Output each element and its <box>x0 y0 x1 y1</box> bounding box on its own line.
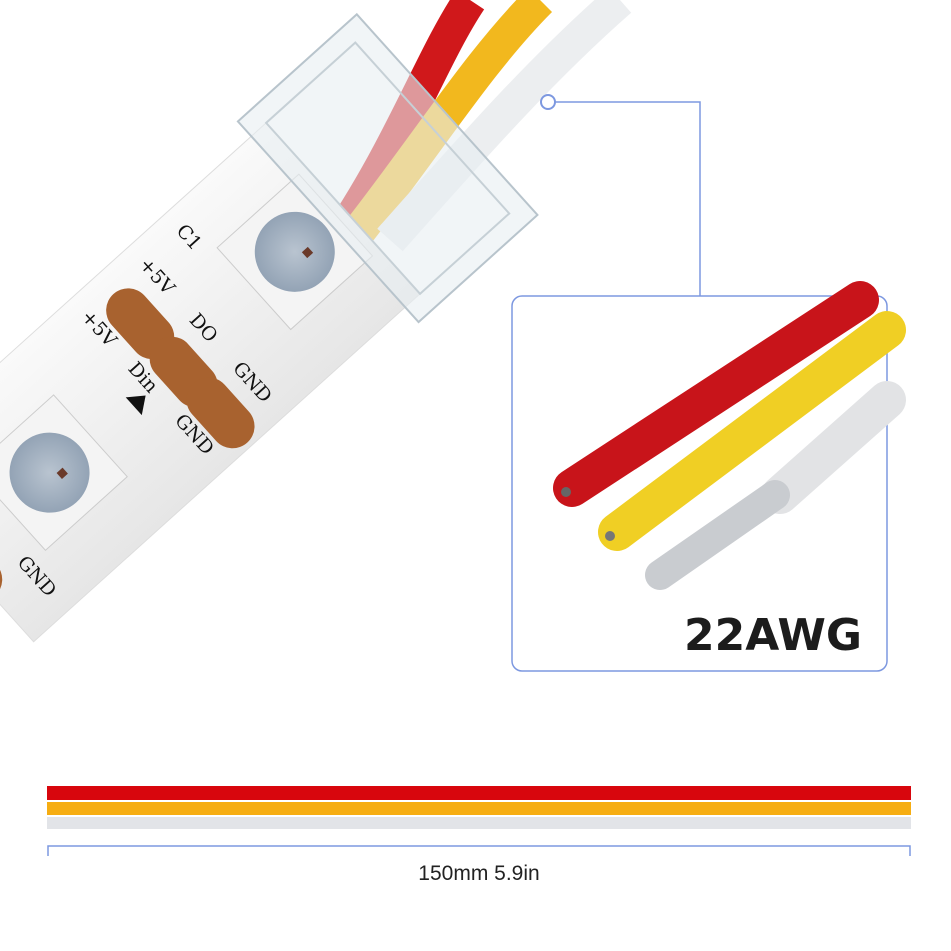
arrow-icon <box>125 395 146 416</box>
led-strip: +5V DO GND C1 +5V Din GND GND <box>0 12 539 643</box>
length-label: 150mm 5.9in <box>418 862 539 885</box>
solder-pads <box>0 288 255 602</box>
led-chip <box>0 394 128 552</box>
clear-connector <box>236 12 539 324</box>
wire-closeup <box>553 281 906 590</box>
dimension-line <box>47 845 911 856</box>
flat-cable <box>47 786 911 829</box>
wire-gauge-label: 22AWG <box>684 610 862 661</box>
callout: 22AWG <box>511 94 906 672</box>
